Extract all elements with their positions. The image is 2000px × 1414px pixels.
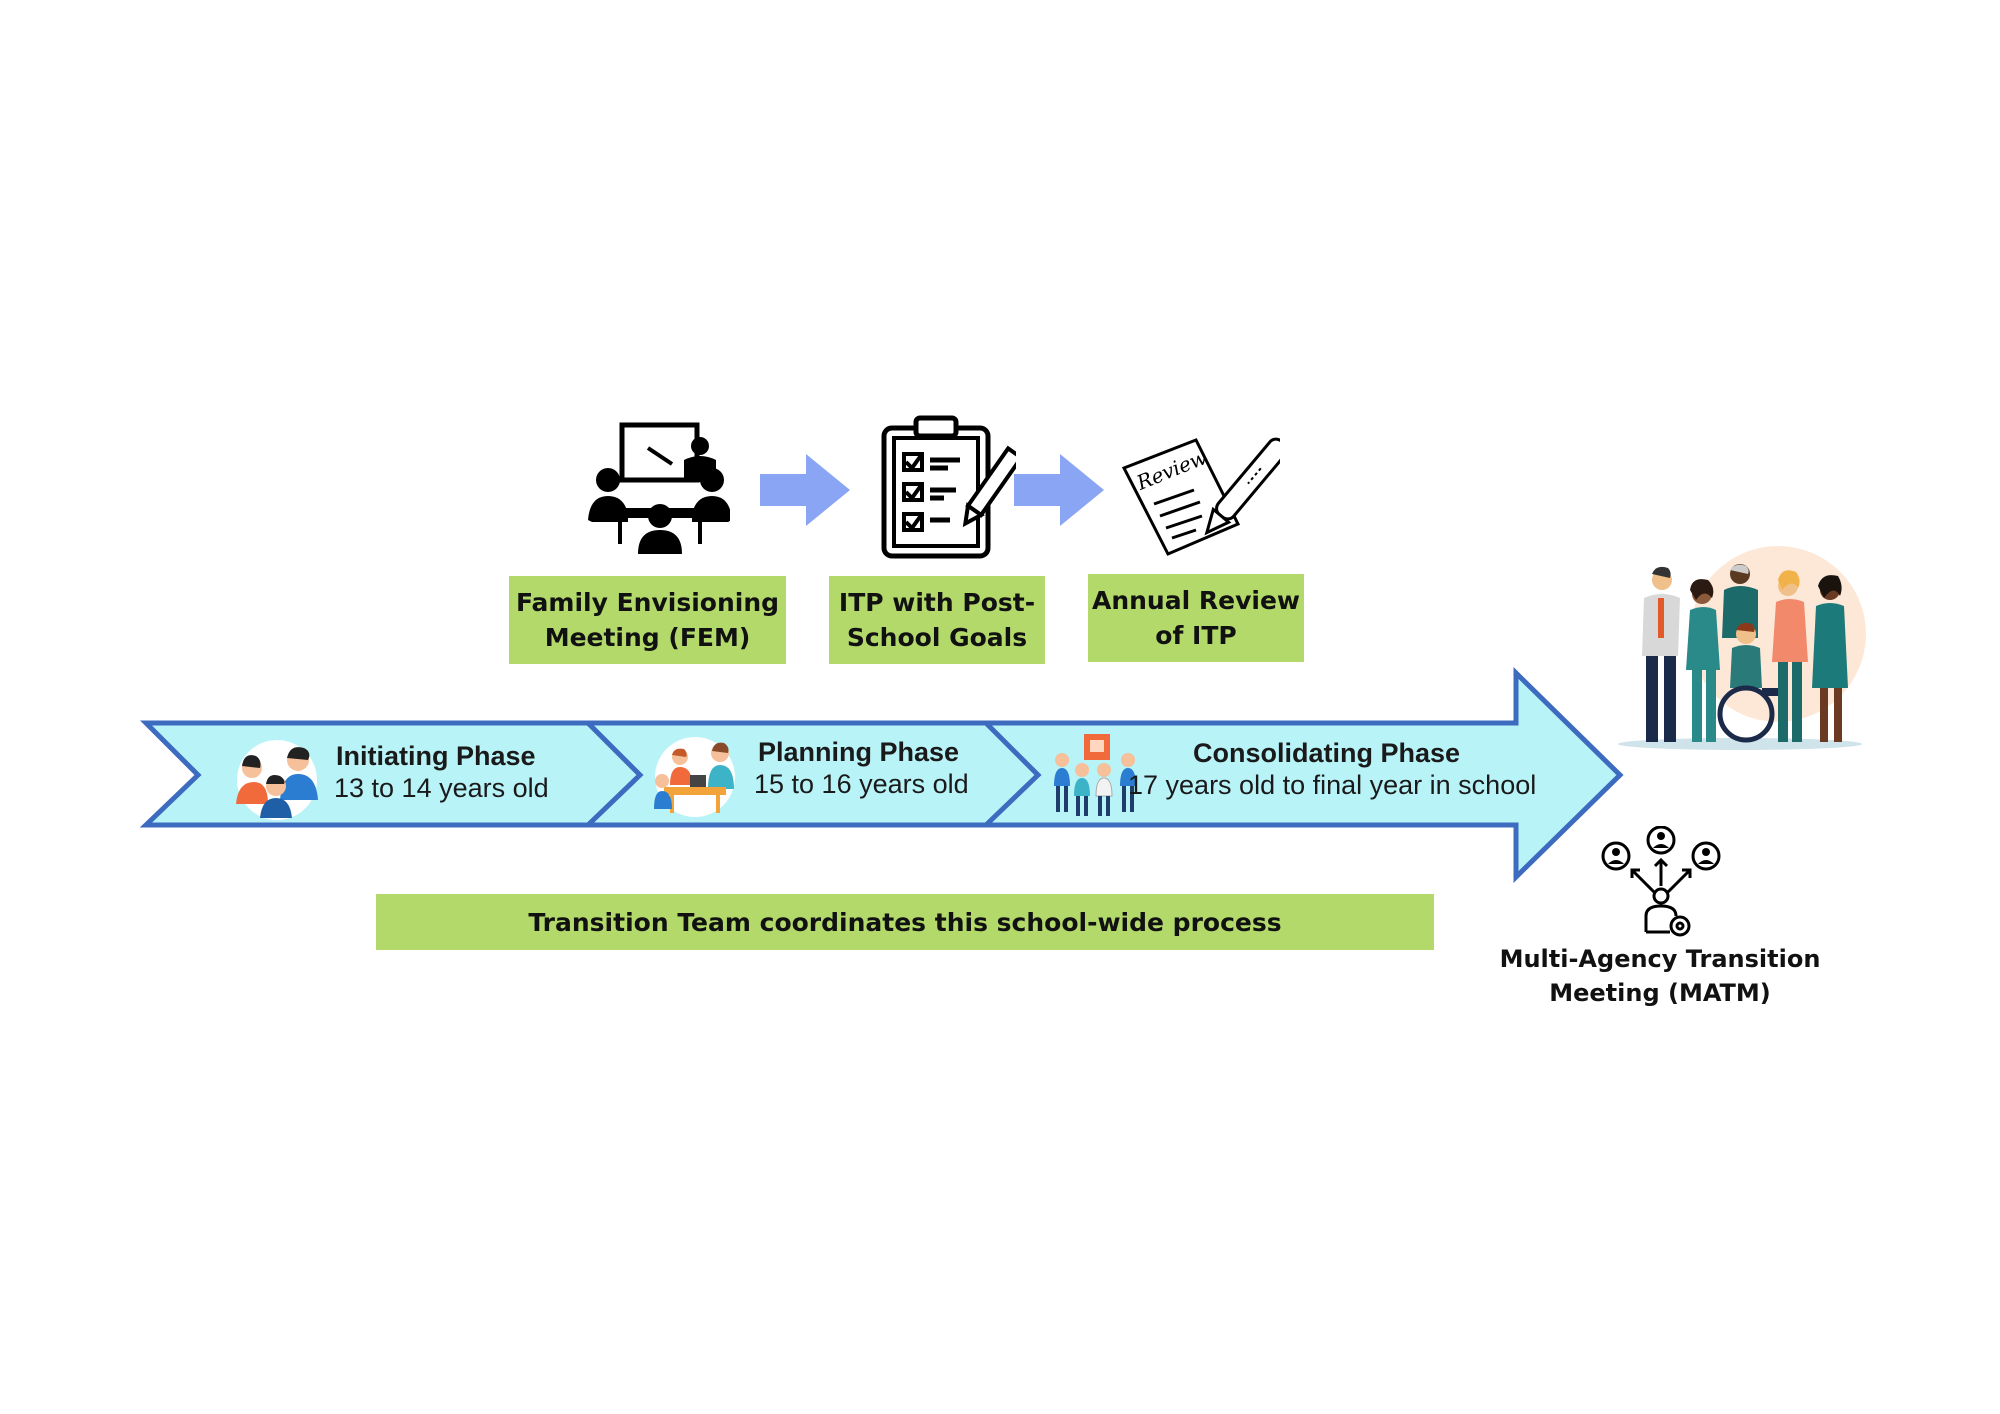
initiating-phase-age: 13 to 14 years old <box>334 773 549 803</box>
fem-label-line2: Meeting (FEM) <box>544 623 751 652</box>
annual-review-label-line1: Annual Review <box>1091 586 1300 615</box>
matm-label: Multi-Agency Transition Meeting (MATM) <box>1480 942 1840 1010</box>
matm-label-line2: Meeting (MATM) <box>1549 979 1771 1007</box>
consolidating-phase-title: Consolidating Phase <box>1193 738 1461 768</box>
itp-goals-label-line1: ITP with Post- <box>838 588 1036 617</box>
students-group-illustration <box>1054 734 1136 816</box>
fem-label-line1: Family Envisioning <box>515 588 780 617</box>
fem-label-box: Family Envisioning Meeting (FEM) <box>509 576 786 664</box>
annual-review-label-box: Annual Review of ITP <box>1088 574 1304 662</box>
teacher-students-illustration <box>654 737 735 817</box>
itp-goals-label-line2: School Goals <box>846 623 1028 652</box>
meeting-presentation-icon <box>588 422 730 554</box>
network-people-icon <box>1601 826 1721 937</box>
step-arrow-icon <box>1014 454 1104 526</box>
itp-goals-label-box: ITP with Post- School Goals <box>829 576 1045 664</box>
clipboard-checklist-icon <box>881 415 1016 559</box>
planning-phase-age: 15 to 16 years old <box>754 769 969 799</box>
review-document-pen-icon: Review <box>1121 437 1280 556</box>
consolidating-phase-age: 17 years old to final year in school <box>1128 770 1537 800</box>
timeline-arrow <box>140 667 1624 883</box>
matm-label-line1: Multi-Agency Transition <box>1499 945 1821 973</box>
initiating-phase-title: Initiating Phase <box>336 741 536 771</box>
diverse-team-illustration <box>1618 546 1866 750</box>
step-arrow-icon <box>760 454 850 526</box>
family-illustration <box>236 740 318 820</box>
planning-phase-title: Planning Phase <box>758 737 960 767</box>
transition-team-bar: Transition Team coordinates this school-… <box>376 894 1434 950</box>
annual-review-label-line2: of ITP <box>1155 621 1237 650</box>
transition-team-text: Transition Team coordinates this school-… <box>528 907 1282 937</box>
